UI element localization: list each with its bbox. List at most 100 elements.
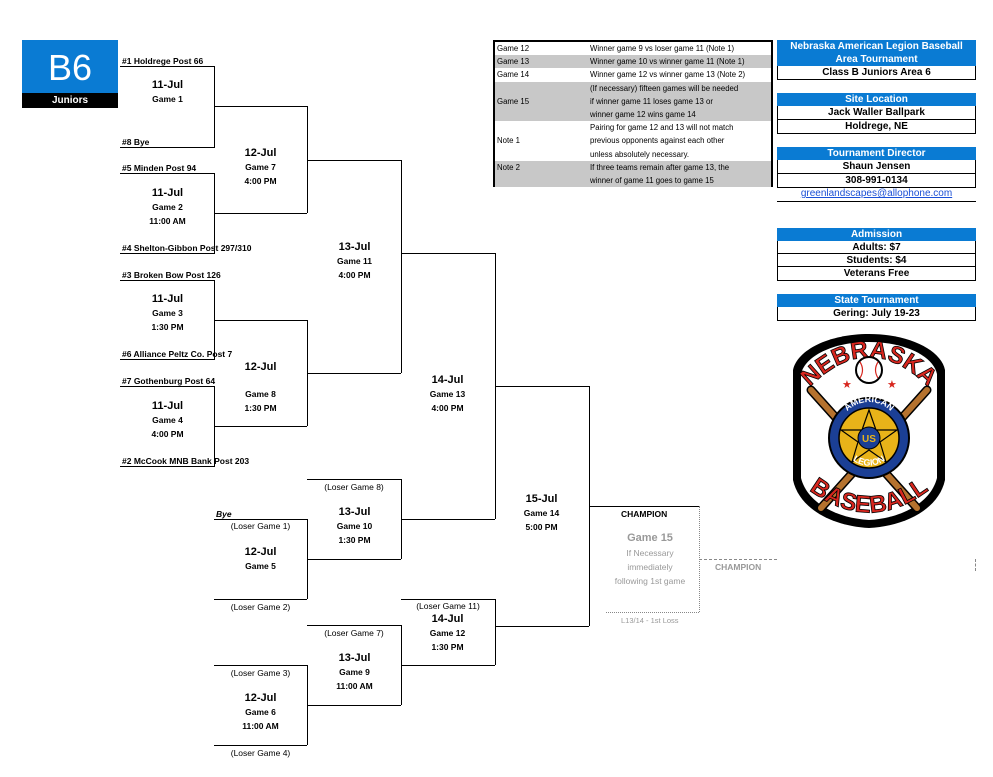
notes-label: Game 13 (497, 57, 530, 67)
game-time: 1:30 PM (431, 642, 464, 652)
game-time: 11:00 AM (149, 216, 186, 226)
bracket-line (214, 280, 215, 359)
notes-row: winner game 12 wins game 14 (495, 108, 771, 122)
game-15-footnote: L13/14 - 1st Loss (621, 616, 679, 625)
bracket-line (401, 519, 495, 520)
loser-game-8: (Loser Game 8) (324, 482, 384, 492)
team-seed-4: #4 Shelton-Gibbon Post 297/310 (122, 243, 252, 253)
game-12-info: 14-Jul Game 12 1:30 PM (415, 612, 480, 654)
notes-text: Winner game 10 vs winner game 11 (Note 1… (590, 57, 745, 67)
game-number: Game 3 (152, 308, 183, 318)
game-8-date: 12-Jul (244, 361, 277, 373)
notes-text: unless absolutely necessary. (590, 149, 690, 159)
loser-game-3: (Loser Game 3) (230, 668, 291, 678)
svg-text:LEGION: LEGION (852, 454, 887, 468)
bracket-line (120, 386, 215, 387)
game-1-info: 11-Jul Game 1 (135, 78, 200, 106)
bracket-line (495, 626, 589, 627)
bracket-line (307, 160, 401, 161)
bracket-line (120, 359, 215, 360)
site-city: Holdrege, NE (777, 120, 976, 134)
director-email-link[interactable]: greenlandscapes@allophone.com (800, 188, 953, 199)
game-13-info: 14-Jul Game 13 4:00 PM (415, 373, 480, 415)
notes-text: winner game 12 wins game 14 (590, 110, 696, 119)
game-number: Game 15 (627, 532, 673, 544)
bracket-line (214, 745, 307, 746)
game-14-info: 15-Jul Game 14 5:00 PM (509, 492, 574, 534)
badge-code: B6 (22, 40, 118, 93)
bracket-line (401, 160, 402, 373)
american-legion-baseball-logo: NEBRASKA ★ ★ AMERICAN US LEGION BASEBALL (793, 334, 945, 528)
team-seed-8: #8 Bye (122, 137, 150, 147)
bracket-line (401, 479, 402, 559)
bracket-line (307, 625, 401, 626)
game-time: 11:00 AM (336, 681, 373, 691)
game-time: 4:00 PM (151, 429, 184, 439)
site-location-header: Site Location (777, 93, 976, 106)
game-date: 11-Jul (151, 79, 184, 91)
game-number: Game 4 (152, 415, 183, 425)
bracket-line (214, 519, 307, 520)
notes-text: previous opponents against each other (590, 136, 725, 146)
notes-text: winner of game 11 goes to game 15 (590, 176, 714, 185)
game-time: 11:00 AM (242, 721, 279, 731)
game-15-info: Game 15 If Necessary immediately followi… (604, 531, 696, 588)
notes-text: Winner game 9 vs loser game 11 (Note 1) (590, 44, 735, 53)
admission-adults: Adults: $7 (777, 241, 976, 254)
notes-row: (If necessary) fifteen games will be nee… (495, 81, 771, 95)
champion-label: CHAMPION (621, 509, 668, 519)
loser-game-4: (Loser Game 4) (230, 748, 291, 758)
bracket-line (401, 599, 495, 600)
game-11-info: 13-Jul Game 11 4:00 PM (322, 240, 387, 282)
bracket-line (214, 426, 307, 427)
game-time: 1:30 PM (151, 322, 184, 332)
notes-text: (If necessary) fifteen games will be nee… (590, 83, 739, 93)
bracket-line (589, 506, 699, 507)
game-date: 13-Jul (338, 506, 371, 518)
game-number: Game 7 (245, 162, 276, 172)
tournament-title: Nebraska American Legion Baseball Area T… (777, 40, 976, 66)
game-number: Game 1 (152, 94, 183, 104)
game-2-info: 11-Jul Game 2 11:00 AM (135, 186, 200, 228)
bracket-line (606, 612, 699, 613)
bracket-line (214, 599, 307, 600)
notes-label: Note 1 (497, 136, 520, 146)
loser-game-2: (Loser Game 2) (230, 602, 291, 612)
site-name: Jack Waller Ballpark (777, 106, 976, 120)
notes-label: Note 2 (497, 162, 520, 172)
game-number: Game 13 (429, 389, 466, 399)
bracket-line (699, 559, 777, 560)
notes-row: unless absolutely necessary. (495, 148, 771, 161)
tournament-subtitle: Class B Juniors Area 6 (777, 66, 976, 80)
bracket-line (401, 253, 495, 254)
state-tournament-location: Gering: July 19-23 (777, 307, 976, 321)
game-3-info: 11-Jul Game 3 1:30 PM (135, 292, 200, 334)
director-phone: 308-991-0134 (777, 174, 976, 188)
loser-game-11: (Loser Game 11) (416, 601, 480, 611)
bracket-line (401, 665, 495, 666)
game-time: 4:00 PM (431, 403, 464, 413)
game-number: Game 12 (429, 628, 466, 638)
notes-row: Game 13 Winner game 10 vs winner game 11 … (495, 55, 771, 69)
bracket-line (120, 280, 215, 281)
bracket-line (214, 106, 307, 107)
game-9-info: 13-Jul Game 9 11:00 AM (322, 651, 387, 693)
notes-row: winner of game 11 goes to game 15 (495, 174, 771, 188)
bracket-line (214, 213, 307, 214)
director-name: Shaun Jensen (777, 160, 976, 174)
game-date: 11-Jul (151, 400, 184, 412)
game-date: 14-Jul (431, 374, 464, 386)
bracket-line (495, 599, 496, 665)
game-number: Game 5 (245, 561, 276, 571)
game-date: 12-Jul (244, 546, 277, 558)
game-number: Game 11 (337, 256, 372, 266)
game-time: 5:00 PM (525, 522, 558, 532)
bracket-line (214, 320, 307, 321)
game-number: Game 10 (336, 521, 373, 531)
bracket-line (975, 559, 976, 571)
team-seed-1: #1 Holdrege Post 66 (122, 56, 204, 66)
